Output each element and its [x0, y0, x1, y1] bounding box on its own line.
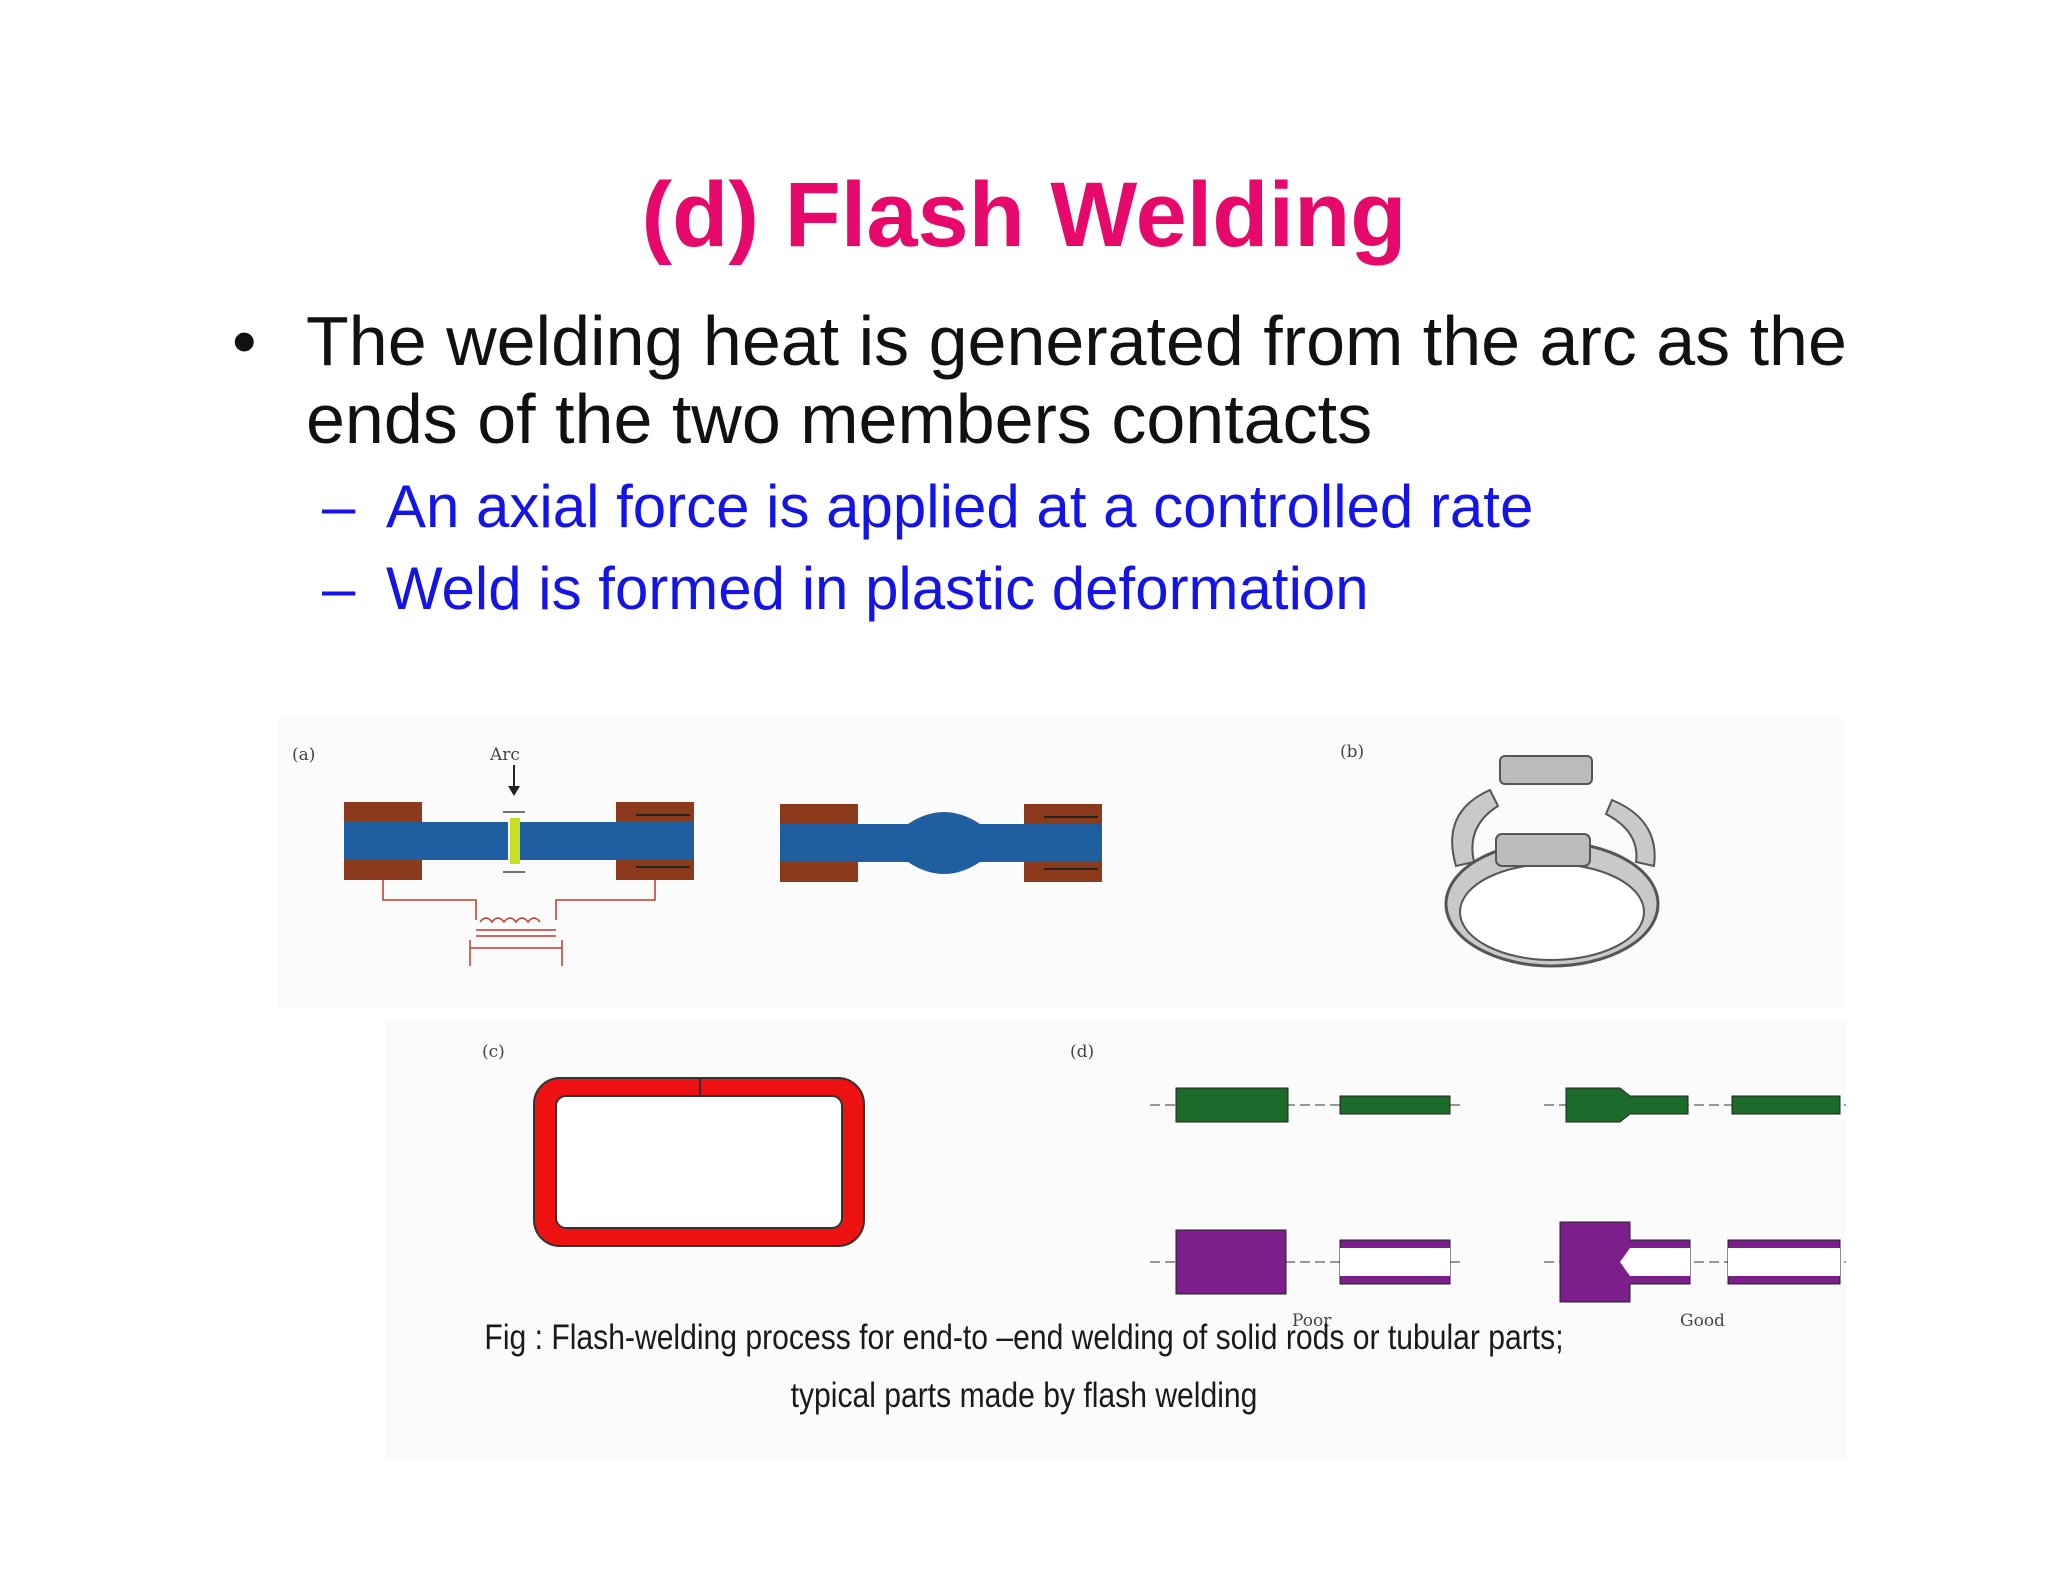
panel-d-label: (d) — [1070, 1042, 1094, 1062]
sub-bullet-text: Weld is formed in plastic deformation — [386, 555, 1369, 622]
rod-right — [520, 822, 694, 860]
circuit-wire — [382, 880, 477, 920]
panel-b: (b) — [1340, 742, 1660, 968]
good-label: Good — [1680, 1311, 1725, 1331]
spark-marks — [503, 811, 525, 873]
circuit-wire — [555, 880, 656, 920]
arc-label: Arc — [489, 745, 520, 765]
poor-label: Poor — [1292, 1311, 1332, 1331]
tube-bore — [1340, 1248, 1450, 1276]
figure-caption-line1: Fig : Flash-welding process for end-to –… — [484, 1318, 1564, 1357]
ring-open-half — [1451, 788, 1500, 868]
transformer-coil — [479, 917, 541, 924]
bar-good — [1565, 1087, 1689, 1123]
bar-poor — [1175, 1087, 1289, 1123]
welded-rod — [780, 812, 1102, 874]
sub-bullet-text: An axial force is applied at a controlle… — [386, 473, 1534, 540]
ring-stone-setting — [1499, 755, 1593, 785]
bar-good — [1731, 1095, 1841, 1115]
bullet-text: The welding heat is generated from the a… — [306, 302, 1847, 458]
arc-arrow-head — [508, 786, 520, 796]
figure-caption-line2: typical parts made by flash welding — [790, 1376, 1258, 1415]
sub-bullet-dash: – — [322, 555, 356, 622]
panel-a-label: (a) — [292, 745, 315, 765]
frame-opening — [555, 1095, 843, 1229]
sub-bullet-dash: – — [322, 473, 356, 540]
panel-d: (d) Poor Good — [1070, 1042, 1846, 1331]
ring-inner — [1459, 863, 1645, 961]
slide-title: (d) Flash Welding — [641, 164, 1407, 266]
tube-poor — [1175, 1229, 1287, 1295]
transformer-secondary — [469, 940, 563, 966]
bullet-symbol: • — [232, 302, 257, 380]
arc-zone — [510, 818, 520, 864]
ring-stone-setting — [1495, 833, 1591, 867]
panel-c: (c) — [482, 1042, 865, 1247]
panel-b-label: (b) — [1340, 742, 1364, 762]
rod-left — [344, 822, 508, 860]
panel-c-label: (c) — [482, 1042, 505, 1062]
tube-bore — [1620, 1248, 1690, 1276]
panel-a: (a) Arc — [292, 745, 1102, 966]
tube-bore — [1728, 1248, 1840, 1276]
ring-open-half — [1604, 798, 1656, 868]
bar-poor — [1339, 1095, 1451, 1115]
